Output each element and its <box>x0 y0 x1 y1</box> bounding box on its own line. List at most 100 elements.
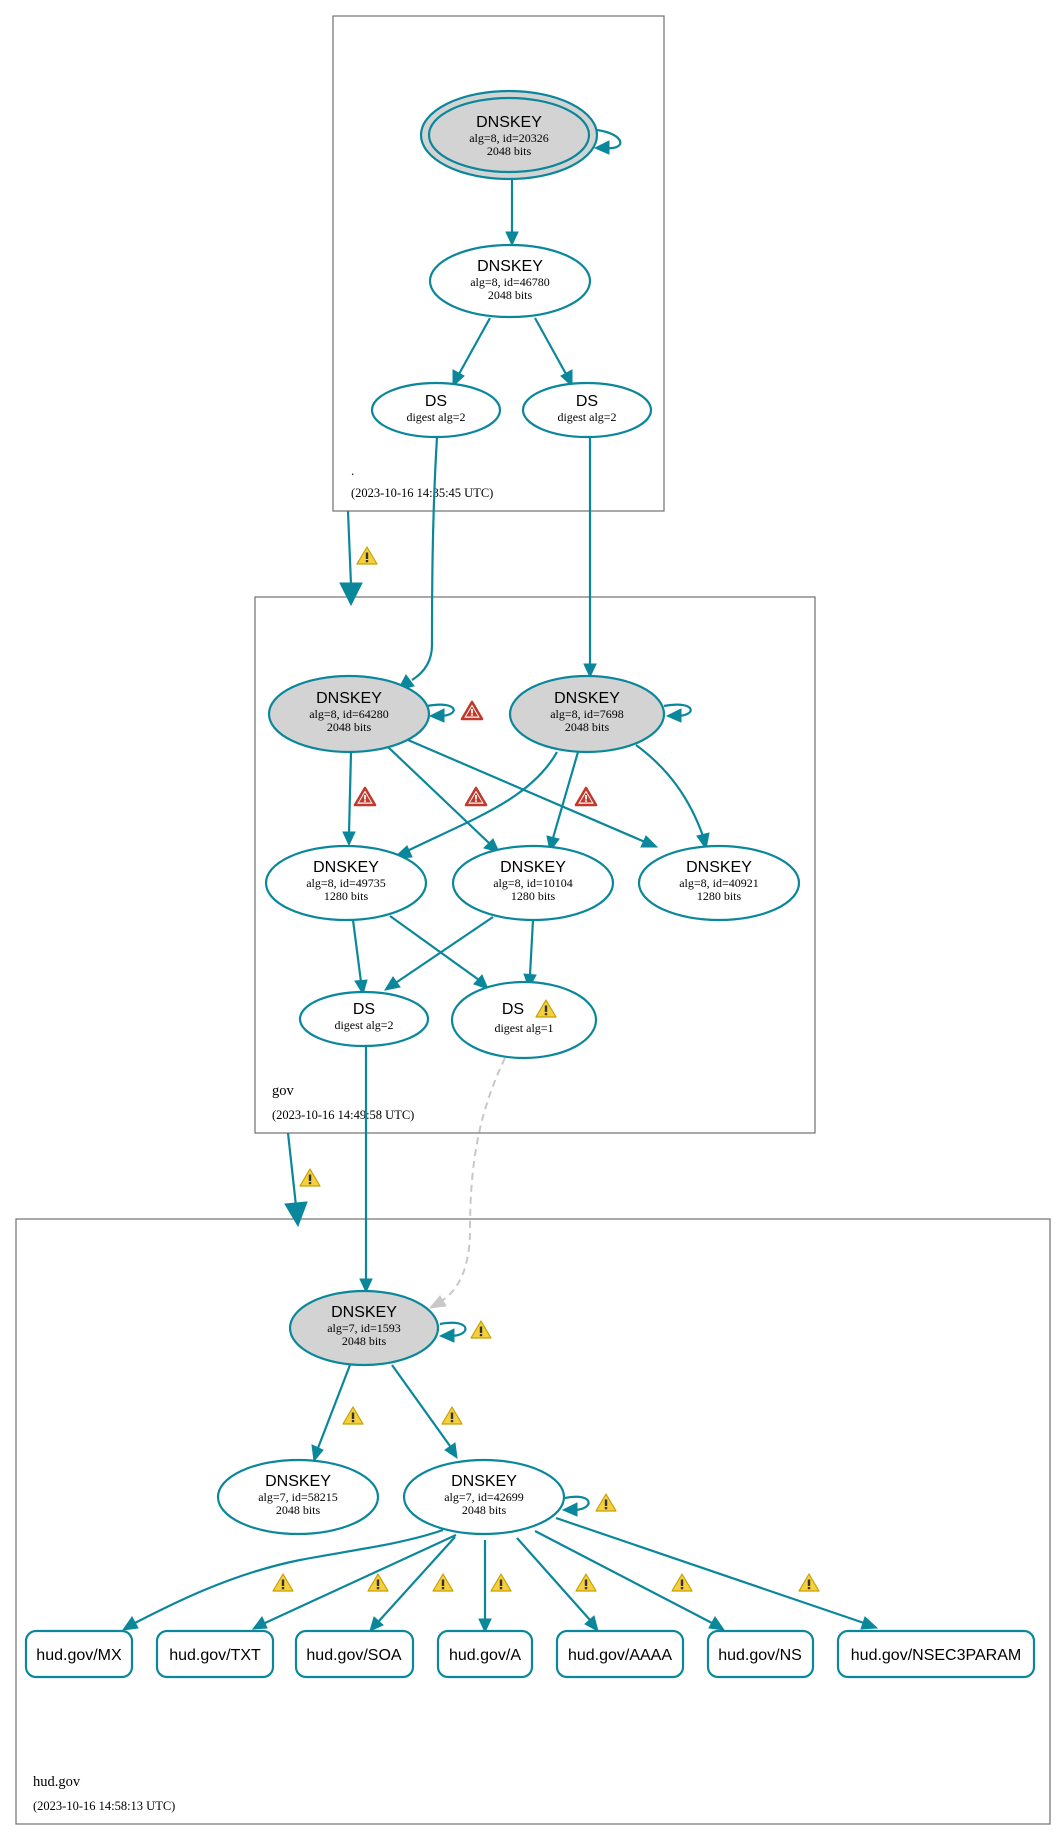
edge-gov-10104-to-ds2 <box>396 916 494 983</box>
error-icon-gov-64280-self <box>460 700 484 721</box>
delegation-root-gov-warning-icon <box>356 546 378 565</box>
zone-hud-timestamp: (2023-10-16 14:58:13 UTC) <box>33 1799 175 1813</box>
zone-root-timestamp: (2023-10-16 14:35:45 UTC) <box>351 486 493 500</box>
warning-icon-record-mx <box>272 1573 294 1592</box>
warning-icon-hud-1593-self <box>470 1320 492 1339</box>
record-soa-label: hud.gov/SOA <box>306 1647 402 1664</box>
node-root-ds2-detail: digest alg=2 <box>557 410 616 424</box>
node-hud-58215-bits: 2048 bits <box>276 1503 321 1517</box>
node-gov-ds2-detail: digest alg=2 <box>334 1018 393 1032</box>
node-root-zsk[interactable]: DNSKEY alg=8, id=46780 2048 bits <box>428 243 592 319</box>
edge-gov-7698-to-40921 <box>635 744 705 837</box>
node-gov-40921-bits: 1280 bits <box>697 889 742 903</box>
node-gov-ds-alg2[interactable]: DS digest alg=2 <box>298 990 430 1048</box>
node-gov-dnskey-7698[interactable]: DNSKEY alg=8, id=7698 2048 bits <box>508 674 666 754</box>
zone-gov-timestamp: (2023-10-16 14:49:58 UTC) <box>272 1108 414 1122</box>
edge-hud-1593-self <box>439 1321 467 1338</box>
node-hud-1593-type: DNSKEY <box>331 1304 397 1321</box>
node-root-ds1[interactable]: DS digest alg=2 <box>370 381 502 439</box>
node-gov-ds1-type: DS <box>502 1001 524 1018</box>
record-txt[interactable]: hud.gov/TXT <box>155 1629 275 1679</box>
edge-hud-42699-to-nsec3param <box>555 1516 865 1625</box>
zone-hud-box <box>15 1218 1051 1825</box>
delegation-gov-hud-warning-icon <box>299 1168 321 1187</box>
error-icon-gov-64280-40921 <box>574 786 598 807</box>
warning-icon-hud-1593-58215 <box>342 1406 364 1425</box>
node-gov-ds-alg1[interactable]: DS digest alg=1 <box>450 980 598 1060</box>
warning-icon-record-ns <box>671 1573 693 1592</box>
node-hud-dnskey-58215[interactable]: DNSKEY alg=7, id=58215 2048 bits <box>216 1458 380 1536</box>
node-root-ksk-detail: alg=8, id=20326 <box>469 131 549 145</box>
warning-icon-record-txt <box>367 1573 389 1592</box>
node-hud-42699-bits: 2048 bits <box>462 1503 507 1517</box>
node-gov-dnskey-49735[interactable]: DNSKEY alg=8, id=49735 1280 bits <box>264 844 428 922</box>
node-gov-ds1-detail: digest alg=1 <box>494 1021 553 1035</box>
zone-root-box <box>332 15 665 512</box>
record-soa[interactable]: hud.gov/SOA <box>294 1629 415 1679</box>
node-gov-10104-type: DNSKEY <box>500 859 566 876</box>
node-gov-49735-bits: 1280 bits <box>324 889 369 903</box>
edge-root-ksk-self <box>596 128 622 150</box>
node-hud-42699-detail: alg=7, id=42699 <box>444 1490 524 1504</box>
warning-icon-hud-1593-42699 <box>441 1406 463 1425</box>
record-aaaa-label: hud.gov/AAAA <box>568 1647 672 1664</box>
node-root-ksk[interactable]: DNSKEY alg=8, id=20326 2048 bits <box>419 89 599 181</box>
edge-hud-42699-self <box>564 1495 590 1512</box>
node-gov-7698-type: DNSKEY <box>554 690 620 707</box>
warning-icon-hud-42699-self <box>595 1493 617 1512</box>
edge-gov-7698-to-49735 <box>404 751 558 853</box>
warning-icon-record-aaaa <box>575 1573 597 1592</box>
edge-root-zsk-to-ds2 <box>534 317 567 375</box>
delegation-gov-to-hud-head <box>284 1201 308 1228</box>
edge-gov-64280-to-10104 <box>387 746 490 844</box>
warning-icon-record-soa <box>432 1573 454 1592</box>
node-hud-58215-type: DNSKEY <box>265 1473 331 1490</box>
record-ns-label: hud.gov/NS <box>718 1647 802 1664</box>
node-root-ksk-type: DNSKEY <box>476 114 542 131</box>
warning-icon-record-nsec3param <box>798 1573 820 1592</box>
node-hud-dnskey-42699[interactable]: DNSKEY alg=7, id=42699 2048 bits <box>402 1458 566 1536</box>
delegation-gov-to-hud <box>286 1132 298 1207</box>
delegation-root-to-gov-head <box>339 582 363 607</box>
delegation-root-to-gov <box>346 510 353 586</box>
node-gov-7698-bits: 2048 bits <box>565 720 610 734</box>
zone-gov-name: gov <box>272 1083 295 1099</box>
zone-hud-name: hud.gov <box>33 1774 81 1790</box>
node-gov-10104-bits: 1280 bits <box>511 889 556 903</box>
node-gov-dnskey-10104[interactable]: DNSKEY alg=8, id=10104 1280 bits <box>451 844 615 922</box>
warning-icon-record-a <box>490 1573 512 1592</box>
node-gov-7698-detail: alg=8, id=7698 <box>550 707 624 721</box>
node-root-zsk-detail: alg=8, id=46780 <box>470 275 550 289</box>
node-hud-58215-detail: alg=7, id=58215 <box>258 1490 338 1504</box>
node-gov-10104-detail: alg=8, id=10104 <box>493 876 573 890</box>
node-gov-dnskey-40921[interactable]: DNSKEY alg=8, id=40921 1280 bits <box>637 844 801 922</box>
node-gov-40921-type: DNSKEY <box>686 859 752 876</box>
record-aaaa[interactable]: hud.gov/AAAA <box>555 1629 685 1679</box>
node-gov-40921-detail: alg=8, id=40921 <box>679 876 759 890</box>
node-root-ds1-type: DS <box>425 393 447 410</box>
node-gov-64280-bits: 2048 bits <box>327 720 372 734</box>
node-gov-49735-detail: alg=8, id=49735 <box>306 876 386 890</box>
node-gov-dnskey-64280[interactable]: DNSKEY alg=8, id=64280 2048 bits <box>267 674 431 754</box>
edge-hud-1593-to-42699 <box>391 1364 451 1447</box>
node-gov-64280-detail: alg=8, id=64280 <box>309 707 389 721</box>
record-nsec3param[interactable]: hud.gov/NSEC3PARAM <box>836 1629 1036 1679</box>
node-root-ds2[interactable]: DS digest alg=2 <box>521 381 653 439</box>
edge-root-ds1-to-gov-64280 <box>411 436 439 681</box>
node-root-zsk-type: DNSKEY <box>477 258 543 275</box>
error-icon-gov-64280-10104 <box>464 786 488 807</box>
edge-gov-ds1-to-hud-1593-insecure <box>439 1057 506 1303</box>
edge-hud-1593-to-58215 <box>316 1364 352 1449</box>
record-a[interactable]: hud.gov/A <box>436 1629 534 1679</box>
edge-hud-42699-to-aaaa <box>516 1537 591 1621</box>
node-hud-dnskey-1593[interactable]: DNSKEY alg=7, id=1593 2048 bits <box>288 1289 440 1367</box>
zone-gov-box <box>254 596 816 1134</box>
edge-root-zsk-to-ds1 <box>458 317 491 375</box>
node-gov-ds2-type: DS <box>353 1001 375 1018</box>
record-ns[interactable]: hud.gov/NS <box>706 1629 815 1679</box>
node-root-zsk-bits: 2048 bits <box>488 288 533 302</box>
zone-root-name: . <box>351 463 354 478</box>
record-mx[interactable]: hud.gov/MX <box>24 1629 134 1679</box>
edge-gov-49735-to-ds2 <box>351 919 363 983</box>
